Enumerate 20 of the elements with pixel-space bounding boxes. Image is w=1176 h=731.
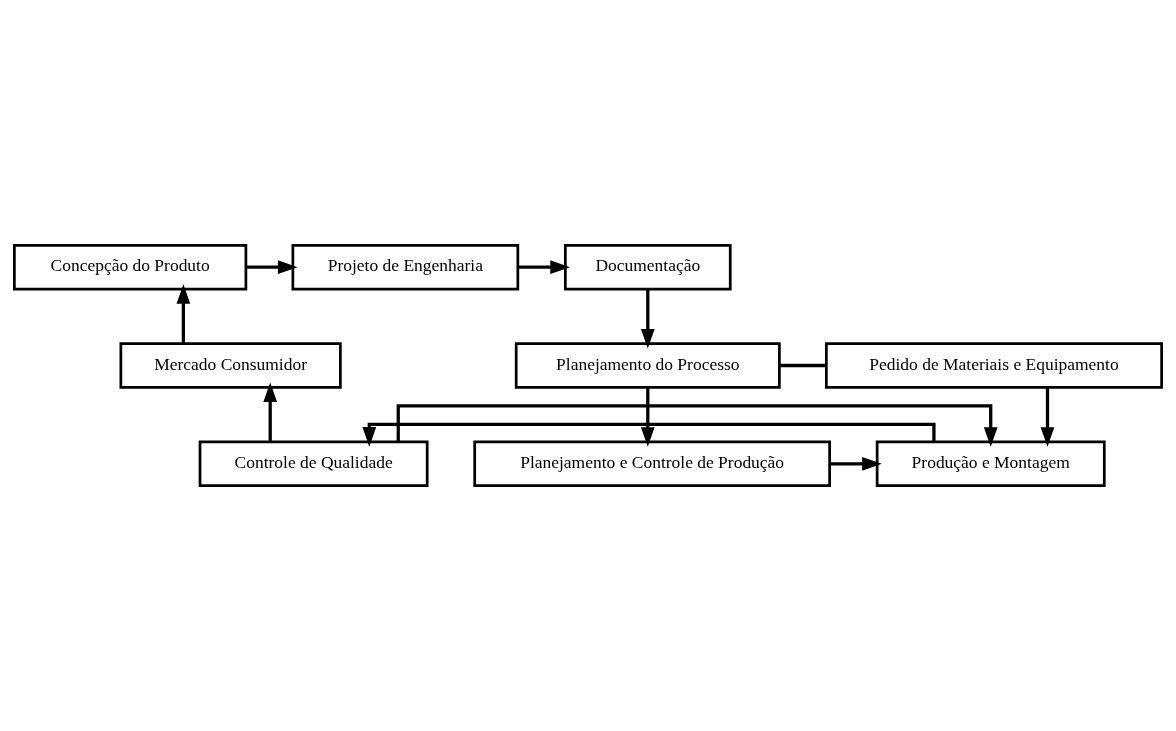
arrow xyxy=(518,260,570,275)
node-box: Produção e Montagem xyxy=(875,440,1106,487)
arrow xyxy=(362,422,936,447)
arrow xyxy=(829,456,882,471)
node-box: Documentação xyxy=(563,244,732,291)
node-box: Mercado Consumidor xyxy=(119,342,342,389)
arrow xyxy=(176,284,191,344)
node-box: Concepção do Produto xyxy=(13,244,248,291)
arrow xyxy=(1040,387,1055,447)
arrow xyxy=(263,382,278,442)
node-box: Planejamento e Controle de Produção xyxy=(473,440,831,487)
arrow xyxy=(640,289,655,349)
node-box: Planejamento do Processo xyxy=(514,342,781,389)
node-box: Projeto de Engenharia xyxy=(291,244,520,291)
connector xyxy=(779,363,827,368)
node-box: Controle de Qualidade xyxy=(198,440,429,487)
node-box: Pedido de Materiais e Equipamento xyxy=(825,342,1163,389)
arrow xyxy=(640,387,655,447)
arrow xyxy=(396,404,998,447)
arrow xyxy=(246,260,298,275)
